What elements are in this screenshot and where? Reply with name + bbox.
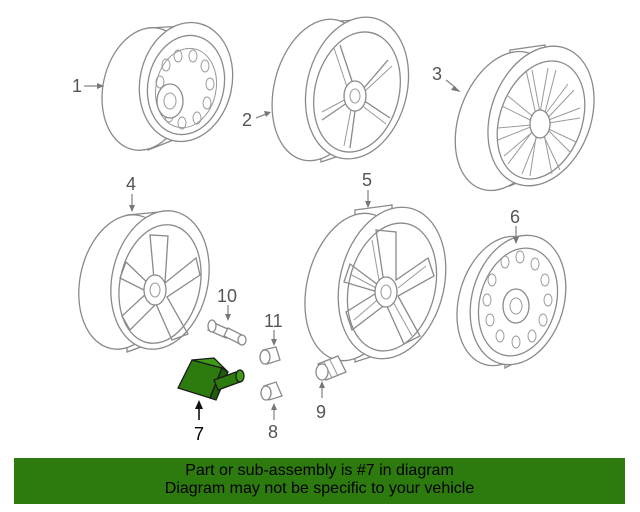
- banner-line-1: Part or sub-assembly is #7 in diagram: [185, 462, 454, 479]
- diagram-notice-banner: Part or sub-assembly is #7 in diagram Di…: [14, 458, 625, 504]
- tpms-sensor-part-7[interactable]: [177, 357, 245, 401]
- callout-8: 8: [268, 422, 278, 442]
- callout-11: 11: [264, 311, 283, 331]
- valve-cap-part-11[interactable]: [259, 346, 281, 365]
- wheel-5-alloy[interactable]: [290, 196, 461, 371]
- wheel-4-alloy[interactable]: [67, 202, 222, 359]
- wheel-1-steel[interactable]: [91, 14, 243, 159]
- banner-line-2: Diagram may not be specific to your vehi…: [164, 480, 475, 497]
- callout-7: 7: [194, 424, 204, 444]
- wheel-6-steel[interactable]: [443, 224, 581, 377]
- lug-nut-part-9[interactable]: [315, 355, 347, 381]
- wheel-3-alloy[interactable]: [437, 31, 612, 204]
- callout-9: 9: [316, 402, 326, 422]
- callout-10: 10: [217, 286, 237, 306]
- callout-5: 5: [362, 170, 372, 190]
- callout-3: 3: [432, 64, 442, 84]
- valve-cap-part-8[interactable]: [260, 381, 283, 401]
- valve-stem-part-10[interactable]: [207, 319, 247, 346]
- callout-4: 4: [126, 174, 136, 194]
- callout-1: 1: [72, 76, 82, 96]
- callout-6: 6: [510, 207, 520, 227]
- callout-2: 2: [242, 110, 252, 130]
- wheel-2-alloy[interactable]: [258, 6, 423, 171]
- leader-lines: [84, 79, 519, 420]
